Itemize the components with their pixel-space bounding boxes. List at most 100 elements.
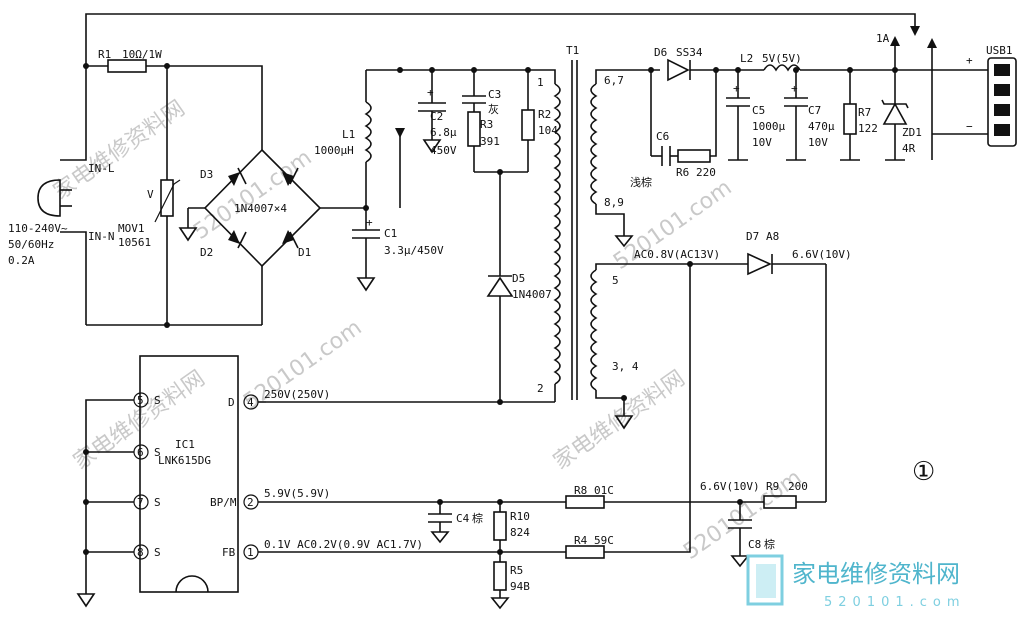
zd1-value: 4R: [902, 142, 916, 155]
svg-text:S: S: [154, 446, 161, 459]
d2-label: D2: [200, 246, 213, 259]
t1-pin89: 8,9: [604, 196, 624, 209]
t1-secondary: 6,7 8,9 5 3, 4 AC0.8V(AC13V): [590, 69, 748, 430]
svg-text:6: 6: [137, 446, 144, 459]
watermarks: 家电维修资料网 520101.com 家电维修资料网 520101.com 家电…: [49, 96, 806, 565]
svg-text:D: D: [228, 396, 235, 409]
r2-label: R2: [538, 108, 551, 121]
ic1-pin-1: 1 FB: [222, 544, 259, 560]
usb-plus: +: [966, 54, 973, 67]
d7-label: D7: [746, 230, 759, 243]
r1-resistor: R1 10Ω/1W: [83, 48, 205, 73]
d5-value: 1N4007: [512, 288, 552, 301]
ac-input: IN-L IN-N 110-240V~ 50/60Hz 0.2A: [8, 66, 115, 325]
r9-value: 200: [788, 480, 808, 493]
usb-output[interactable]: + − USB1: [927, 38, 1017, 160]
d7-aux-supply: D7 A8 6.6V(10V) R9 200 6.6V(10V) C8 棕: [700, 230, 852, 568]
d3-label: D3: [200, 168, 213, 181]
mov1-v-label: V: [147, 188, 154, 201]
r4-value: 59C: [594, 534, 614, 547]
mov1-varistor: V MOV1 10561: [118, 66, 181, 328]
site-logo: 家电维修资料网 520101.com: [746, 554, 960, 610]
c8-label: C8: [748, 538, 761, 551]
l2-inductor: L2 5V(5V): [740, 52, 930, 72]
c5-voltage: 10V: [752, 136, 772, 149]
r3-value: 391: [480, 135, 500, 148]
svg-text:4: 4: [247, 396, 254, 409]
ic1-pin-7: 7 S: [133, 494, 161, 510]
d7-value: A8: [766, 230, 779, 243]
l1-value: 1000μH: [314, 144, 354, 157]
c1-l1-filter: + C1 3.3μ/450V L1 1000μH: [314, 67, 528, 292]
d6-output-diode: D6 SS34 C6 浅棕 R6 220: [630, 46, 764, 189]
bridge-value: 1N4007×4: [234, 202, 287, 215]
zd1-label: ZD1: [902, 126, 922, 139]
c6-color: 浅棕: [630, 175, 652, 189]
t1-pin1: 1: [537, 76, 544, 89]
c7-plus: +: [791, 82, 798, 95]
usb-minus: −: [966, 120, 973, 133]
l2-voltage: 5V(5V): [762, 52, 802, 65]
top-bus: [85, 13, 920, 66]
c3-label: C3: [488, 88, 501, 101]
svg-text:1: 1: [247, 546, 254, 559]
in-l-label: IN-L: [88, 162, 115, 175]
svg-text:2: 2: [247, 496, 254, 509]
mov1-label: MOV1: [118, 222, 145, 235]
c3-color: 灰: [488, 102, 499, 116]
r9-voltage: 6.6V(10V): [700, 480, 760, 493]
watermark-text: 家电维修资料网: [49, 96, 190, 205]
ic1-pin-6: 6 S: [133, 444, 161, 460]
d5-label: D5: [512, 272, 525, 285]
c7-value: 470μ: [808, 120, 835, 133]
d6-label: D6: [654, 46, 667, 59]
in-n-label: IN-N: [88, 230, 115, 243]
c1-plus: +: [366, 216, 373, 229]
t1-pin5: 5: [612, 274, 619, 287]
r1-label: R1: [98, 48, 111, 61]
t1-pin2: 2: [537, 382, 544, 395]
c7-label: C7: [808, 104, 821, 117]
c2-capacitor: + C2 6.8μ 450V: [418, 67, 457, 157]
t1-pin34: 3, 4: [612, 360, 639, 373]
d5-diode: D5 1N4007: [486, 172, 552, 405]
c7-capacitor: + C7 470μ 10V: [784, 67, 835, 161]
c6-label: C6: [656, 130, 669, 143]
r5-label: R5: [510, 564, 523, 577]
r9-label: R9: [766, 480, 779, 493]
ic1-pin-8: 8 S: [133, 544, 161, 560]
c2-voltage: 450V: [430, 144, 457, 157]
c2-plus: +: [427, 86, 434, 99]
input-voltage: 110-240V~: [8, 222, 68, 235]
svg-text:BP/M: BP/M: [210, 496, 237, 509]
svg-text:S: S: [154, 546, 161, 559]
ic1-part: LNK615DG: [158, 454, 211, 467]
ic1-fb-voltage: 0.1V AC0.2V(0.9V AC1.7V): [264, 538, 423, 551]
c7-voltage: 10V: [808, 136, 828, 149]
feedback-network: C4 棕 R10 824 R5 94B R8 01C R4 59C: [258, 264, 740, 610]
mov1-value: 10561: [118, 236, 151, 249]
ic1-pin-2: 2 BP/M: [210, 494, 259, 510]
r6-label: R6: [676, 166, 689, 179]
ic1-drain-voltage: 250V(250V): [264, 388, 330, 401]
l1-label: L1: [342, 128, 355, 141]
input-current: 0.2A: [8, 254, 35, 267]
svg-text:8: 8: [137, 546, 144, 559]
c5-label: C5: [752, 104, 765, 117]
figure-number: ①: [912, 457, 935, 487]
r10-value: 824: [510, 526, 530, 539]
c8-color: 棕: [764, 537, 775, 551]
c5-plus: +: [733, 82, 740, 95]
t1-ac-voltage: AC0.8V(AC13V): [634, 248, 720, 261]
snubber: C3 灰 R3 391 R2 104: [462, 67, 558, 175]
c5-capacitor: + C5 1000μ 10V: [726, 67, 785, 161]
t1-label: T1: [566, 44, 579, 57]
r7-label: R7: [858, 106, 871, 119]
r7-value: 122: [858, 122, 878, 135]
input-freq: 50/60Hz: [8, 238, 54, 251]
usb-label: USB1: [986, 44, 1013, 57]
ic1-label: IC1: [175, 438, 195, 451]
svg-text:7: 7: [137, 496, 144, 509]
c1-value: 3.3μ/450V: [384, 244, 444, 257]
